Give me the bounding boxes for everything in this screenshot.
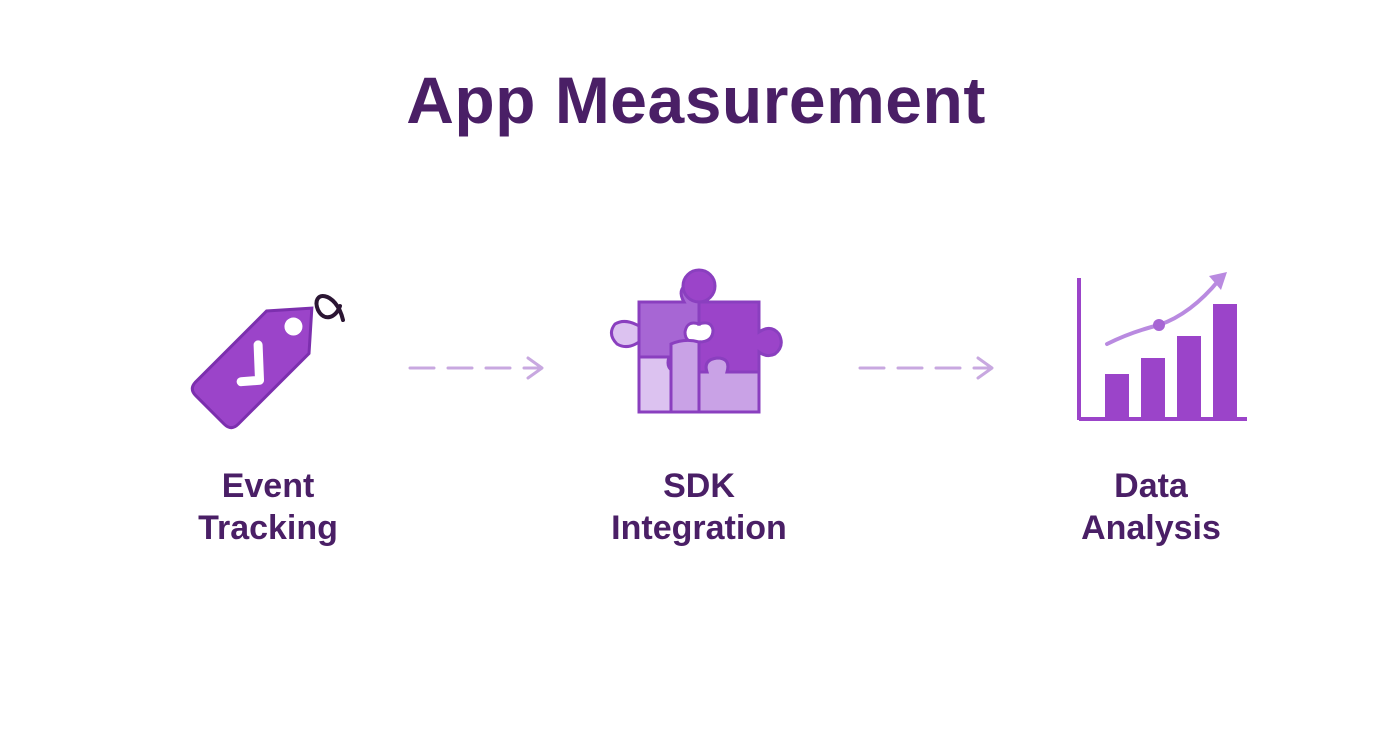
tag-check-icon [190,294,345,430]
bar-chart-trend-icon [1077,272,1247,421]
step-label-line1: Data [1114,467,1188,505]
step-label-line1: SDK [663,467,735,505]
step-label-line1: Event [221,467,315,505]
step-sdk-integration: SDK Integration [549,262,849,549]
diagram-title: App Measurement [406,63,986,137]
dashed-arrow-2 [858,356,994,380]
step-label-line2: Integration [611,509,787,547]
puzzle-icon [610,268,783,414]
step-event-tracking: Event Tracking [118,262,418,549]
dashed-arrow-1 [408,356,544,380]
step-label-line2: Analysis [1081,509,1221,547]
step-label-line2: Tracking [198,509,338,547]
step-data-analysis: Data Analysis [1001,262,1301,549]
